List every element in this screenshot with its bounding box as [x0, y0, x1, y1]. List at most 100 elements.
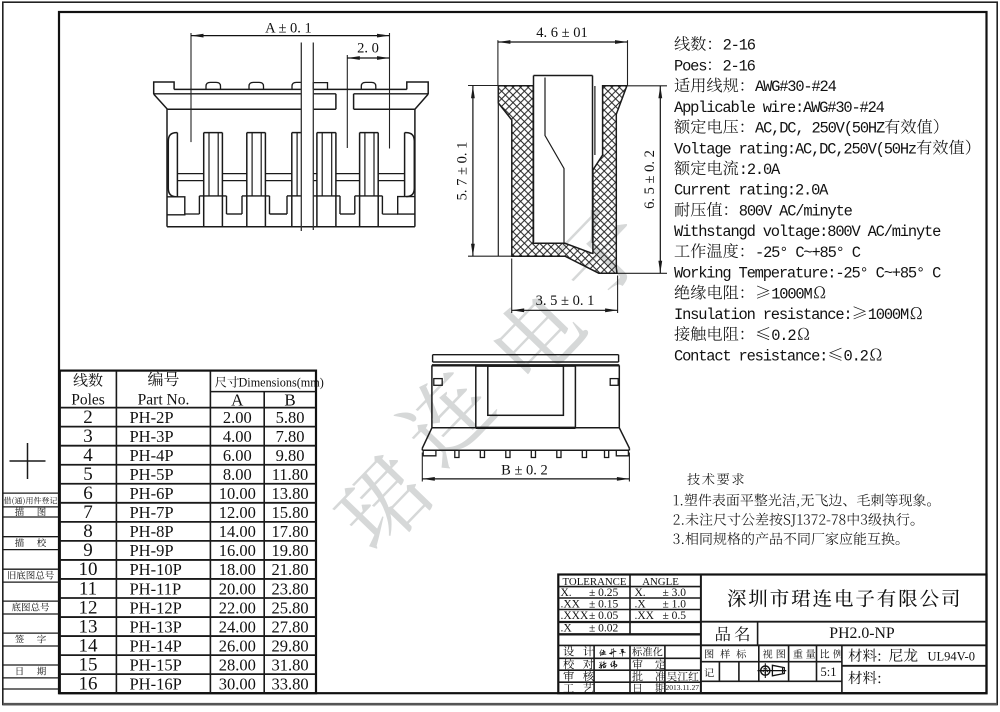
svg-text:PH-8P: PH-8P [130, 522, 174, 541]
svg-text:1000M: 1000M [771, 285, 812, 303]
svg-text:29.80: 29.80 [271, 636, 308, 655]
svg-text:16.00: 16.00 [219, 541, 256, 560]
svg-text:± 3.0: ± 3.0 [663, 587, 687, 599]
svg-text:UL94V-0: UL94V-0 [928, 650, 975, 664]
svg-text:Withstangd voltage:800V AC/min: Withstangd voltage:800V AC/minyte [674, 223, 941, 241]
svg-text:± 0.15: ± 0.15 [589, 599, 619, 611]
svg-text:10.00: 10.00 [219, 484, 256, 503]
svg-text:10: 10 [79, 559, 98, 580]
svg-text:23.80: 23.80 [271, 579, 308, 598]
svg-text:PH-5P: PH-5P [130, 465, 174, 484]
svg-text:6.00: 6.00 [223, 446, 252, 465]
svg-text:.XXX: .XXX [561, 610, 589, 622]
svg-text:Poles: Poles [71, 391, 105, 408]
svg-text:3: 3 [83, 426, 93, 447]
svg-text:PH-2P: PH-2P [130, 408, 174, 427]
svg-text:.X: .X [561, 623, 573, 635]
svg-text:27.80: 27.80 [271, 617, 308, 636]
svg-text:-25° C~+85° C: -25° C~+85° C [755, 244, 861, 262]
svg-text:Part No.: Part No. [138, 391, 190, 408]
svg-text:15.80: 15.80 [271, 503, 308, 522]
svg-text:X.: X. [635, 587, 646, 599]
svg-text:X.: X. [561, 587, 572, 599]
svg-text:PH-12P: PH-12P [130, 598, 182, 617]
svg-text:8.00: 8.00 [223, 465, 252, 484]
svg-text:14.00: 14.00 [219, 522, 256, 541]
svg-text:9.80: 9.80 [276, 446, 305, 465]
svg-text:TOLERANCE: TOLERANCE [563, 576, 627, 588]
svg-text:Applicable wire:AWG#30-#24: Applicable wire:AWG#30-#24 [674, 99, 885, 117]
svg-text:± 0.25: ± 0.25 [589, 587, 619, 599]
svg-text:2: 2 [83, 407, 93, 428]
svg-text:21.80: 21.80 [271, 560, 308, 579]
svg-text:PH2.0-NP: PH2.0-NP [829, 625, 895, 642]
svg-text:0.2: 0.2 [844, 348, 869, 366]
svg-text:PH-6P: PH-6P [130, 484, 174, 503]
svg-text:19.80: 19.80 [271, 541, 308, 560]
svg-text:1000M: 1000M [868, 306, 909, 324]
svg-text:A ± 0. 1: A ± 0. 1 [265, 21, 312, 37]
svg-text:2-16: 2-16 [723, 37, 756, 55]
svg-text:18.00: 18.00 [219, 560, 256, 579]
svg-text:PH-11P: PH-11P [130, 579, 182, 598]
svg-text:.X: .X [635, 599, 647, 611]
svg-text:4. 6 ± 01: 4. 6 ± 01 [536, 25, 587, 41]
svg-text:11: 11 [79, 578, 97, 599]
svg-text:± 0.05: ± 0.05 [589, 610, 619, 622]
svg-text:25.80: 25.80 [271, 598, 308, 617]
svg-text:6: 6 [83, 483, 93, 504]
svg-text:B: B [284, 391, 295, 410]
svg-text:17.80: 17.80 [271, 522, 308, 541]
svg-text:20.00: 20.00 [219, 579, 256, 598]
svg-text:33.80: 33.80 [271, 674, 308, 693]
svg-text:.XX: .XX [635, 610, 655, 622]
svg-text:2-16: 2-16 [722, 57, 755, 75]
svg-text:Voltage rating:AC,DC,250V(50Hz: Voltage rating:AC,DC,250V(50Hz [674, 140, 917, 158]
svg-text:31.80: 31.80 [271, 655, 308, 674]
svg-text:2013.11.27: 2013.11.27 [666, 683, 700, 692]
svg-text:4: 4 [83, 445, 93, 466]
svg-text:13: 13 [79, 616, 98, 637]
svg-text:2. 0: 2. 0 [357, 41, 379, 57]
svg-text:Poes: Poes [674, 57, 706, 75]
svg-text:4.00: 4.00 [223, 427, 252, 446]
svg-text:7: 7 [83, 502, 93, 523]
svg-text:15: 15 [79, 654, 98, 675]
svg-text:Current rating:2.0A: Current rating:2.0A [674, 182, 829, 200]
svg-text:5.80: 5.80 [276, 408, 305, 427]
svg-text:PH-10P: PH-10P [130, 560, 182, 579]
svg-text:11.80: 11.80 [272, 465, 309, 484]
svg-text:2.00: 2.00 [223, 408, 252, 427]
svg-text:24.00: 24.00 [219, 617, 256, 636]
svg-text:PH-4P: PH-4P [130, 446, 174, 465]
svg-text:22.00: 22.00 [219, 598, 256, 617]
svg-text:Insulation resistance:: Insulation resistance: [674, 306, 851, 324]
svg-text:8: 8 [83, 521, 93, 542]
svg-text:Dimensions(mm): Dimensions(mm) [239, 376, 324, 390]
svg-text:12: 12 [79, 597, 98, 618]
svg-text:13.80: 13.80 [271, 484, 308, 503]
svg-text:ANGLE: ANGLE [642, 576, 679, 588]
svg-text:7.80: 7.80 [276, 427, 305, 446]
svg-text:± 0.5: ± 0.5 [663, 610, 687, 622]
svg-text:5: 5 [83, 464, 93, 485]
svg-text:± 0.02: ± 0.02 [589, 623, 619, 635]
svg-text:6. 5 ± 0. 2: 6. 5 ± 0. 2 [642, 150, 658, 209]
svg-text:800V AC/minyte: 800V AC/minyte [739, 202, 853, 220]
svg-text::2.0A: :2.0A [739, 161, 781, 179]
svg-text:PH-7P: PH-7P [130, 503, 174, 522]
svg-text:14: 14 [79, 635, 99, 656]
svg-text:9: 9 [83, 540, 93, 561]
svg-text:B ± 0. 2: B ± 0. 2 [501, 463, 548, 479]
svg-text:± 1.0: ± 1.0 [663, 599, 687, 611]
svg-text:5:1: 5:1 [821, 665, 837, 679]
svg-text:PH-13P: PH-13P [130, 617, 182, 636]
svg-text:AWG#30-#24: AWG#30-#24 [755, 78, 837, 96]
svg-text:PH-15P: PH-15P [130, 655, 182, 674]
svg-text:A: A [231, 391, 244, 410]
svg-text:28.00: 28.00 [219, 655, 256, 674]
svg-text:PH-9P: PH-9P [130, 541, 174, 560]
svg-text:0.2: 0.2 [771, 327, 796, 345]
svg-text:3. 5 ± 0. 1: 3. 5 ± 0. 1 [536, 293, 595, 309]
svg-text:PH-16P: PH-16P [130, 674, 182, 693]
